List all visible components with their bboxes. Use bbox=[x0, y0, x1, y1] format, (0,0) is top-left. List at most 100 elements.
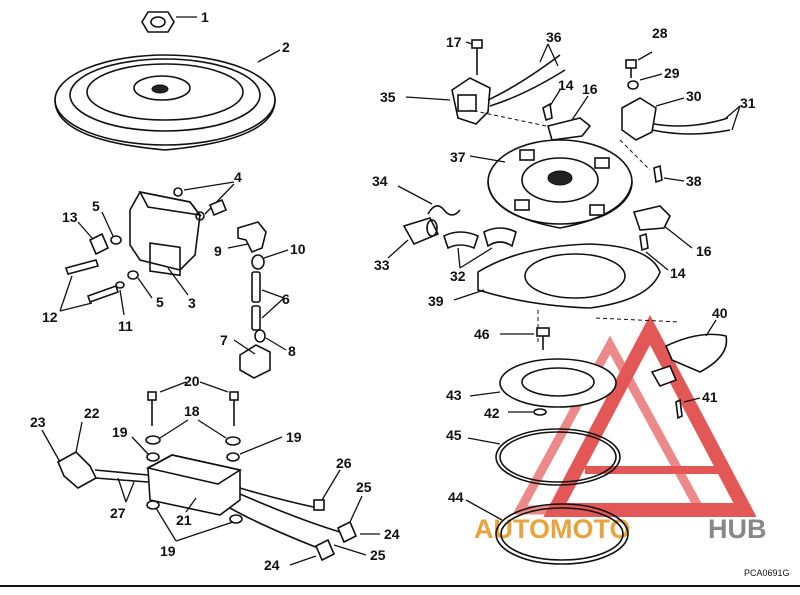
part-19-washers bbox=[131, 436, 283, 542]
callout-24b: 24 bbox=[264, 557, 280, 573]
part-36-leads bbox=[487, 43, 566, 107]
part-28-screw bbox=[625, 51, 653, 78]
part-14-screw-top bbox=[542, 89, 561, 122]
part-34-spring-clip bbox=[397, 185, 461, 216]
part-2-flywheel bbox=[54, 49, 281, 151]
callout-1: 1 bbox=[201, 9, 209, 25]
callout-21: 21 bbox=[176, 512, 192, 528]
callout-19b: 19 bbox=[286, 429, 302, 445]
part-46-screw bbox=[500, 327, 550, 350]
part-1-nut bbox=[141, 11, 197, 33]
callout-4: 4 bbox=[234, 169, 242, 185]
part-43-ring bbox=[469, 358, 617, 408]
callout-19a: 19 bbox=[112, 424, 128, 440]
callout-39: 39 bbox=[428, 293, 444, 309]
part-38-screw bbox=[653, 164, 685, 184]
part-6-terminals bbox=[251, 271, 285, 331]
callout-25a: 25 bbox=[356, 479, 372, 495]
callout-36: 36 bbox=[546, 29, 562, 45]
callout-41: 41 bbox=[702, 389, 718, 405]
callout-30: 30 bbox=[686, 88, 702, 104]
callout-46: 46 bbox=[474, 326, 490, 342]
part-21-power-pack bbox=[145, 454, 243, 516]
callout-13: 13 bbox=[62, 209, 78, 225]
figure-code: PCA0691G bbox=[744, 568, 790, 578]
part-40-cam bbox=[650, 319, 728, 387]
callout-32: 32 bbox=[450, 268, 466, 284]
callout-19c: 19 bbox=[160, 543, 176, 559]
alignment-lines bbox=[469, 109, 681, 342]
part-18-washers bbox=[145, 419, 241, 446]
callout-33: 33 bbox=[374, 257, 390, 273]
part-35-coil bbox=[405, 77, 491, 125]
callout-5a: 5 bbox=[92, 198, 100, 214]
part-42-washer bbox=[508, 408, 547, 416]
callout-10: 10 bbox=[290, 241, 306, 257]
part-41-screw bbox=[675, 397, 701, 420]
watermark-text: AUTOMOTO HUB bbox=[474, 514, 767, 544]
callout-43: 43 bbox=[446, 387, 462, 403]
part-5-washer bbox=[101, 211, 153, 299]
part-3-ignition-coil bbox=[129, 190, 202, 296]
part-26-terminal bbox=[239, 469, 341, 511]
callout-3: 3 bbox=[188, 295, 196, 311]
callout-31: 31 bbox=[740, 95, 756, 111]
part-27-wires bbox=[94, 469, 149, 503]
callout-28: 28 bbox=[652, 25, 668, 41]
callout-24a: 24 bbox=[384, 526, 400, 542]
part-20-screws bbox=[147, 381, 239, 426]
callout-17: 17 bbox=[446, 34, 462, 50]
callout-27: 27 bbox=[110, 505, 126, 521]
part-11-washer bbox=[115, 281, 125, 316]
part-14-screw-bottom bbox=[639, 232, 669, 271]
callout-29: 29 bbox=[664, 65, 680, 81]
callout-26: 26 bbox=[336, 455, 352, 471]
callout-2: 2 bbox=[282, 39, 290, 55]
part-7-boot bbox=[233, 329, 287, 379]
svg-text:HUB: HUB bbox=[708, 514, 767, 544]
part-29-washer bbox=[627, 73, 663, 90]
callout-35: 35 bbox=[380, 89, 396, 105]
part-44-ring bbox=[465, 499, 629, 565]
callout-16a: 16 bbox=[582, 81, 598, 97]
callout-44: 44 bbox=[448, 489, 464, 505]
callout-12: 12 bbox=[42, 309, 58, 325]
part-10-clip bbox=[251, 249, 289, 270]
callout-16b: 16 bbox=[696, 243, 712, 259]
part-12-screws bbox=[59, 259, 120, 312]
part-16-clamp-bottom bbox=[632, 205, 693, 249]
callout-14b: 14 bbox=[670, 265, 686, 281]
callout-11: 11 bbox=[118, 318, 133, 334]
callout-25b: 25 bbox=[370, 547, 386, 563]
callout-6: 6 bbox=[282, 291, 290, 307]
callout-23: 23 bbox=[30, 414, 46, 430]
part-16-clamp-top bbox=[547, 95, 592, 141]
callout-5b: 5 bbox=[156, 294, 164, 310]
callout-34: 34 bbox=[372, 173, 388, 189]
callout-40: 40 bbox=[712, 305, 728, 321]
callout-9: 9 bbox=[214, 243, 222, 259]
part-17-screw bbox=[465, 39, 483, 75]
part-45-ring bbox=[467, 428, 621, 486]
callout-22: 22 bbox=[84, 405, 100, 421]
callout-8: 8 bbox=[288, 343, 296, 359]
part-31-leads bbox=[651, 105, 741, 135]
callout-42: 42 bbox=[484, 405, 500, 421]
callout-14a: 14 bbox=[558, 77, 574, 93]
callout-labels: 1 2 3 4 5 5 6 7 8 9 10 11 12 13 14 14 16… bbox=[30, 9, 756, 573]
part-37-stator-plate bbox=[469, 139, 633, 229]
callout-38: 38 bbox=[686, 173, 702, 189]
callout-7: 7 bbox=[220, 332, 228, 348]
part-30-coil bbox=[621, 97, 685, 141]
part-39-retainer-plate bbox=[453, 243, 661, 309]
callout-45: 45 bbox=[446, 427, 462, 443]
part-4-washers bbox=[173, 181, 235, 221]
callout-20: 20 bbox=[184, 373, 200, 389]
part-13-clamp bbox=[77, 221, 110, 256]
part-33-bushing bbox=[387, 217, 440, 259]
callout-18: 18 bbox=[184, 403, 200, 419]
part-9-spark-plug-boot bbox=[227, 221, 267, 254]
part-32-retainers bbox=[443, 227, 517, 269]
callout-37: 37 bbox=[450, 149, 466, 165]
